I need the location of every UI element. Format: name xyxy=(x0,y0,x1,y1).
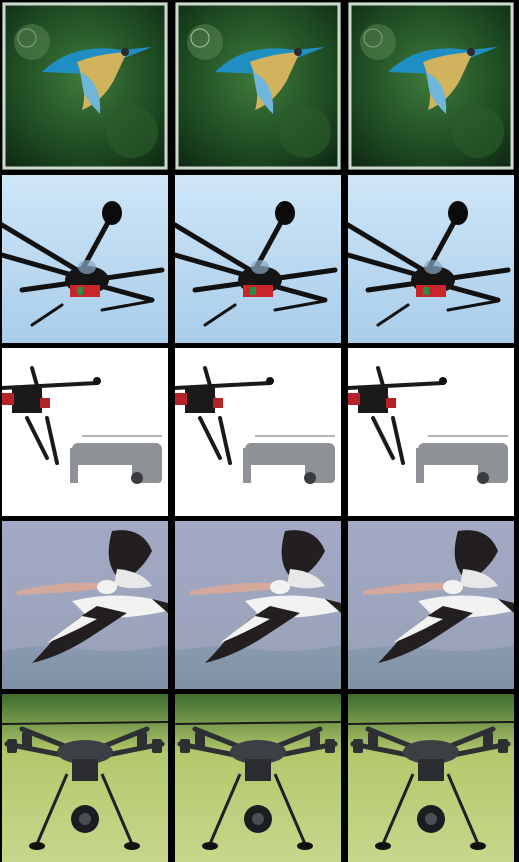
hexacopter-drone-with-camera-illustration xyxy=(348,694,514,862)
grid-row xyxy=(0,521,519,689)
hexacopter-drone-with-camera-image xyxy=(175,694,341,862)
two-drones-image xyxy=(175,348,341,516)
pelican-in-flight-illustration xyxy=(348,521,514,689)
two-drones-illustration xyxy=(175,348,341,516)
two-drones-image xyxy=(2,348,168,516)
octocopter-drone-image xyxy=(175,175,341,343)
pelican-in-flight-image xyxy=(175,521,341,689)
grid-row xyxy=(0,694,519,862)
pelican-in-flight-illustration xyxy=(2,521,168,689)
grid-row xyxy=(0,348,519,516)
octocopter-drone-illustration xyxy=(348,175,514,343)
kingfisher-in-flight-image xyxy=(348,2,514,170)
kingfisher-in-flight-image xyxy=(2,2,168,170)
pelican-in-flight-image xyxy=(348,521,514,689)
two-drones-image xyxy=(348,348,514,516)
pelican-in-flight-illustration xyxy=(175,521,341,689)
hexacopter-drone-with-camera-image xyxy=(348,694,514,862)
hexacopter-drone-with-camera-illustration xyxy=(175,694,341,862)
grid-row xyxy=(0,175,519,343)
two-drones-illustration xyxy=(2,348,168,516)
octocopter-drone-illustration xyxy=(175,175,341,343)
hexacopter-drone-with-camera-image xyxy=(2,694,168,862)
pelican-in-flight-image xyxy=(2,521,168,689)
kingfisher-in-flight-illustration xyxy=(175,2,341,170)
two-drones-illustration xyxy=(348,348,514,516)
kingfisher-in-flight-illustration xyxy=(2,2,168,170)
grid-row xyxy=(0,2,519,170)
kingfisher-in-flight-illustration xyxy=(348,2,514,170)
hexacopter-drone-with-camera-illustration xyxy=(2,694,168,862)
octocopter-drone-image xyxy=(348,175,514,343)
octocopter-drone-image xyxy=(2,175,168,343)
kingfisher-in-flight-image xyxy=(175,2,341,170)
octocopter-drone-illustration xyxy=(2,175,168,343)
